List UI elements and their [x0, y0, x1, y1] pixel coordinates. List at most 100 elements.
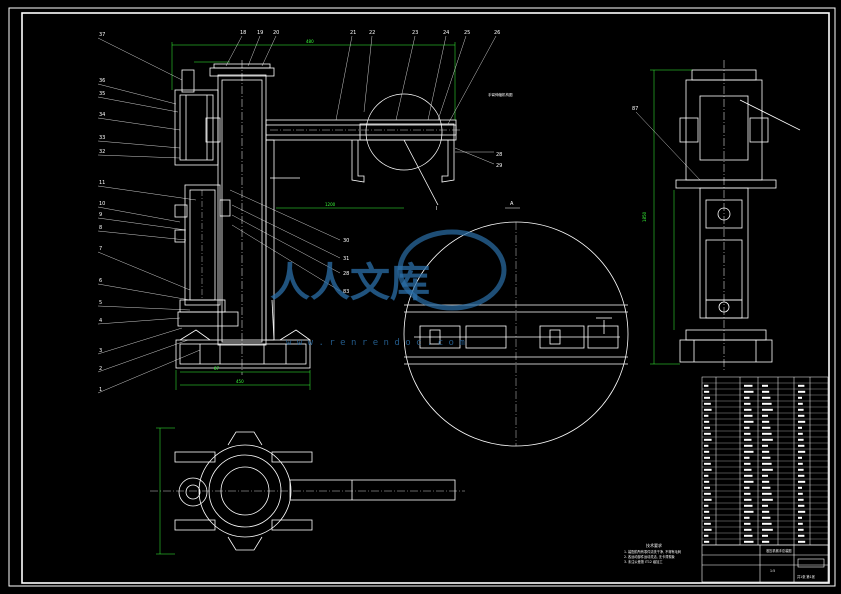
svg-text:32: 32: [99, 149, 105, 155]
parts-list-entry-mark: [798, 402, 803, 405]
svg-text:11: 11: [99, 180, 105, 186]
dim-arm-reach: 1200: [325, 202, 336, 207]
mid-callout-28: 28: [343, 271, 349, 277]
top-callout-numbers: 18 19 20 21 22 23 24 25 26: [240, 30, 500, 36]
parts-list-entry-mark: [744, 408, 752, 411]
parts-list-entry-mark: [704, 462, 711, 465]
parts-list-entry-mark: [744, 456, 750, 459]
technical-notes: 技术要求 1. 装配前所有零件清洗干净, 不得有毛刺 2. 各运动部件运动灵活,…: [624, 542, 681, 564]
parts-list-entry-mark: [762, 426, 771, 429]
parts-list-entry-mark: [762, 468, 773, 471]
parts-list-entry-mark: [704, 456, 710, 459]
mid-callout-83: 83: [343, 289, 349, 295]
svg-text:3: 3: [99, 348, 102, 354]
parts-list-entry-mark: [762, 480, 770, 483]
arm-callout-29: 29: [496, 163, 502, 169]
parts-list-entry-mark: [762, 414, 768, 417]
svg-text:33: 33: [99, 135, 105, 141]
parts-list-entry-mark: [744, 462, 751, 465]
parts-list-entry-mark: [798, 528, 804, 531]
svg-text:23: 23: [412, 30, 418, 36]
parts-list-entry-mark: [704, 522, 711, 525]
parts-list-entry-mark: [798, 510, 806, 513]
svg-text:22: 22: [369, 30, 375, 36]
arm-callout-28: 28: [496, 152, 502, 158]
parts-list-entry-mark: [798, 480, 806, 483]
mid-callout-31: 31: [343, 256, 349, 262]
parts-list-entry-mark: [762, 438, 773, 441]
outer-sheet-border: [8, 7, 836, 587]
svg-text:6: 6: [99, 278, 102, 284]
svg-text:35: 35: [99, 91, 105, 97]
parts-list-entry-mark: [798, 516, 802, 519]
dim-base-width: 450: [236, 379, 244, 384]
svg-text:8: 8: [99, 225, 102, 231]
parts-list-entry-mark: [798, 498, 804, 501]
svg-text:20: 20: [273, 30, 279, 36]
parts-list-entry-mark: [762, 444, 768, 447]
top-callout-leaders: [225, 35, 497, 125]
side-callout-87: 87: [632, 106, 638, 112]
parts-list-entry-mark: [744, 534, 753, 537]
parts-list-entry-mark: [798, 444, 805, 447]
parts-list-entry-mark: [798, 408, 804, 411]
parts-list-entry-mark: [798, 390, 806, 393]
dim-top-width: 480: [306, 39, 314, 44]
side-view-dimensions: [650, 69, 692, 365]
parts-list-entry-mark: [762, 516, 771, 519]
svg-text:24: 24: [443, 30, 449, 36]
svg-text:1: 1: [99, 387, 102, 393]
parts-list-entry-mark: [744, 402, 751, 405]
parts-list-entry-mark: [798, 534, 805, 537]
parts-list-entry-mark: [704, 528, 712, 531]
parts-list-entry-mark: [798, 450, 806, 453]
parts-list-entries: [704, 384, 806, 543]
parts-list-entry-mark: [798, 420, 806, 423]
parts-list-entry-mark: [704, 486, 710, 489]
parts-list-entry-mark: [744, 480, 754, 483]
svg-text:2. 各运动部件运动灵活, 无卡滞现象: 2. 各运动部件运动灵活, 无卡滞现象: [624, 554, 676, 559]
parts-list-entry-mark: [744, 444, 753, 447]
parts-list-entry-mark: [798, 438, 804, 441]
svg-text:37: 37: [99, 32, 105, 38]
parts-list-entry-mark: [744, 420, 754, 423]
parts-list-entry-mark: [762, 456, 771, 459]
plan-view: [150, 431, 465, 551]
detail-view-I: [403, 221, 629, 447]
svg-text:19: 19: [257, 30, 263, 36]
svg-text:w w w . r e n r e n d o c . c: w w w . r e n r e n d o c . c o m: [286, 338, 465, 348]
parts-list-entry-mark: [762, 450, 770, 453]
svg-text:2: 2: [99, 366, 102, 372]
parts-list-entry-mark: [704, 426, 710, 429]
mid-callout-leaders: [229, 147, 495, 292]
parts-list-entry-mark: [704, 492, 711, 495]
parts-list-entry-mark: [798, 540, 806, 543]
left-callout-numbers: 37 36 35 34 33 32 11 10 9 8 7 6 5 4 3 2 …: [99, 32, 105, 393]
parts-list-entry-mark: [798, 492, 803, 495]
parts-list-entry-mark: [744, 486, 750, 489]
dim-base-half: 87: [214, 366, 220, 371]
parts-list-entry-mark: [744, 510, 754, 513]
inner-drawing-frame: [21, 12, 830, 584]
parts-list-entry-mark: [704, 420, 710, 423]
parts-list-entry-mark: [762, 384, 768, 387]
parts-list-entry-mark: [744, 426, 750, 429]
parts-list-entry-mark: [762, 462, 772, 465]
parts-list-entry-mark: [744, 450, 754, 453]
parts-list-entry-mark: [744, 504, 753, 507]
plan-view-dimensions: [156, 427, 175, 555]
svg-text:5: 5: [99, 300, 102, 306]
svg-text:人人文库: 人人文库: [270, 259, 430, 306]
svg-text:10: 10: [99, 201, 105, 207]
parts-list-entry-mark: [798, 432, 803, 435]
parts-list-entry-mark: [704, 438, 712, 441]
svg-text:4: 4: [99, 318, 102, 324]
svg-text:26: 26: [494, 30, 500, 36]
mid-callout-30: 30: [343, 238, 349, 244]
svg-text:34: 34: [99, 112, 105, 118]
parts-list-entry-mark: [762, 486, 771, 489]
parts-list-entry-mark: [762, 510, 770, 513]
parts-list-entry-mark: [798, 468, 804, 471]
title-block: [701, 544, 829, 583]
